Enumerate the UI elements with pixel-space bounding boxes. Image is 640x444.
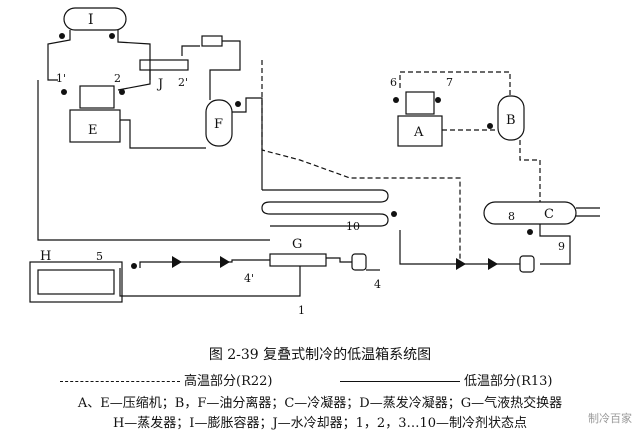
compressor-E-top <box>79 85 115 109</box>
expansion-valve-G <box>351 253 367 271</box>
legend-solid-line <box>340 381 460 382</box>
state-point-2p: 2' <box>178 76 188 89</box>
legend-high-temp: 高温部分(R22) <box>60 370 272 389</box>
note-line-2: H—蒸发器；I—膨胀容器；J—水冷却器；1，2，3…10—制冷剂状态点 <box>112 416 528 431</box>
dashed-B-C <box>519 140 541 202</box>
label-B: B <box>506 113 516 128</box>
state-point-10: 10 <box>346 220 360 233</box>
oil-separator-B <box>497 95 525 141</box>
state-point-6: 6 <box>390 76 397 89</box>
pipe-C-down <box>539 224 571 265</box>
valve-marker <box>391 211 397 217</box>
condenser-C-water <box>576 207 600 217</box>
expansion-valve-C <box>519 255 535 273</box>
valve-box <box>201 35 223 47</box>
pipe-I-left <box>47 30 71 81</box>
valve-marker <box>487 123 493 129</box>
state-point-4: 4 <box>374 278 381 291</box>
pipe-G-bottom <box>119 266 301 297</box>
pipe-left-loop <box>37 80 270 241</box>
state-point-4p: 4' <box>244 272 254 285</box>
figure-caption: 图 2-39 复叠式制冷的低温箱系统图 <box>208 347 432 363</box>
water-cooler-J <box>139 59 189 71</box>
valve-marker <box>131 263 137 269</box>
oil-separator-F <box>205 99 233 147</box>
pipe-F-condenser <box>232 97 263 190</box>
valve-marker <box>109 33 115 39</box>
valve-marker <box>435 97 441 103</box>
legend-high-temp-label: 高温部分(R22) <box>184 374 273 389</box>
state-point-1: 1 <box>298 304 305 317</box>
legend-dashed-line <box>60 381 180 382</box>
legend-low-temp: 低温部分(R13) <box>340 370 552 389</box>
evaporator-H-inner <box>37 269 115 295</box>
heat-exchanger-G <box>269 253 327 267</box>
label-A: A <box>413 125 424 140</box>
state-point-1p: 1' <box>56 72 66 85</box>
valve-marker <box>119 89 125 95</box>
condenser-C <box>483 201 577 225</box>
label-H: H <box>40 249 51 264</box>
label-E: E <box>88 123 98 138</box>
label-C: C <box>544 207 554 222</box>
valve-symbol <box>220 256 230 268</box>
pipe-G-left <box>139 259 270 268</box>
pipe-J-E <box>117 70 151 91</box>
pipe-I-right <box>117 30 151 80</box>
legend-low-temp-label: 低温部分(R13) <box>464 374 553 389</box>
state-point-2: 2 <box>114 72 121 85</box>
valve-symbol <box>172 256 182 268</box>
label-F: F <box>214 117 223 132</box>
compressor-E <box>69 109 121 143</box>
valve-marker <box>59 33 65 39</box>
expansion-vessel-I <box>63 7 127 31</box>
valve-marker <box>235 101 241 107</box>
state-point-7: 7 <box>446 76 453 89</box>
pipe-low-return <box>399 230 520 265</box>
valve-marker <box>61 89 67 95</box>
dashed-A-B <box>399 71 511 96</box>
evaporator-H-outer <box>29 261 123 303</box>
valve-marker <box>527 229 533 235</box>
valve-symbol <box>488 258 498 270</box>
compressor-A-top <box>405 91 435 115</box>
valve-symbol <box>456 258 466 270</box>
label-J: J <box>156 77 163 92</box>
watermark: 制冷百家 <box>588 412 632 425</box>
compressor-A <box>397 115 443 147</box>
note-line-1: A、E—压缩机；B，F—油分离器；C—冷凝器；D—蒸发冷凝器；G—气液热交换器 <box>77 396 563 411</box>
pipe-to-F <box>209 40 241 100</box>
state-point-5: 5 <box>96 250 103 263</box>
label-G: G <box>292 237 302 252</box>
pipe-J-top <box>181 45 200 56</box>
state-point-9: 9 <box>558 240 565 253</box>
pipe-E-F <box>120 119 206 149</box>
state-point-8: 8 <box>508 210 515 223</box>
valve-marker <box>393 97 399 103</box>
label-I: I <box>88 12 94 28</box>
dashed-to-valve <box>261 60 461 260</box>
pipe-G-right <box>326 257 352 263</box>
evaporative-condenser-D-coil <box>261 189 389 227</box>
